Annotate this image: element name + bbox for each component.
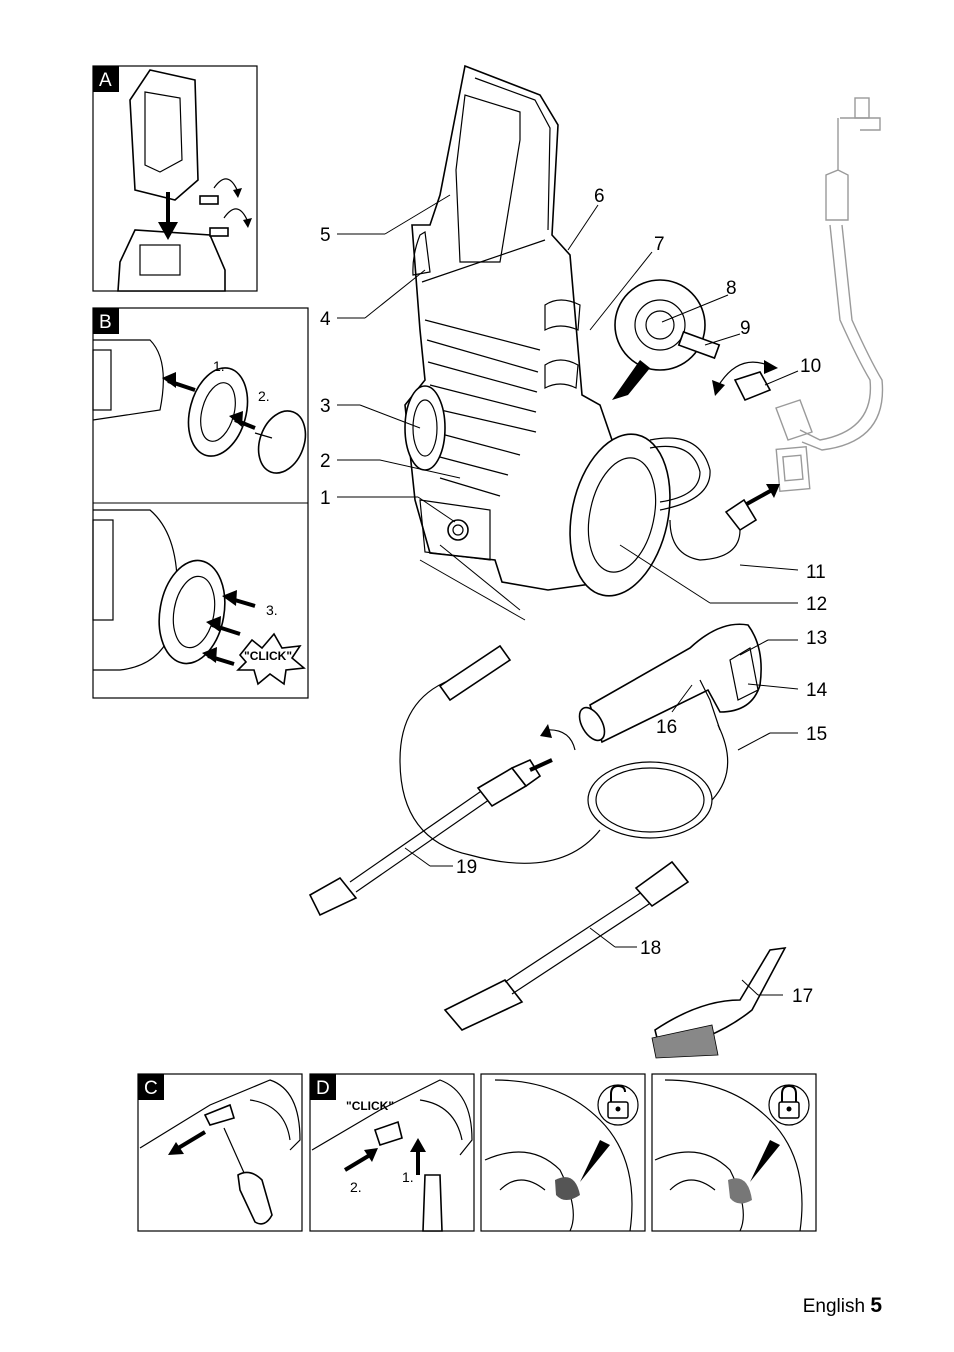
padlock-open-icon: [597, 1084, 639, 1126]
wall-socket: [669, 446, 811, 561]
callout-11: 11: [806, 562, 826, 583]
vario-lance: [443, 860, 690, 1031]
trigger-gun: [578, 623, 762, 744]
callout-12: 12: [806, 594, 827, 615]
footer-language: English: [802, 1296, 866, 1317]
panel-a: A: [92, 65, 258, 292]
callout-leaders: [337, 194, 799, 996]
callout-1: 1: [320, 488, 331, 509]
wash-brush: [651, 947, 787, 1059]
panel-d-badge: D: [316, 1078, 330, 1099]
panel-a-badge: A: [99, 70, 112, 91]
page-number: 5: [870, 1294, 882, 1317]
panel-d: D "CLICK" 2. 1.: [309, 1073, 475, 1232]
hose-reel: [569, 433, 711, 597]
page-footer: English 5: [803, 1294, 882, 1318]
callout-15: 15: [806, 724, 827, 745]
callout-16: 16: [656, 717, 677, 738]
panel-b-lower: 3. "CLICK": [92, 509, 306, 686]
panel-unlocked: [480, 1073, 646, 1232]
step-b2: 2.: [258, 388, 270, 404]
water-tap-and-hose: [775, 97, 884, 451]
callout-4: 4: [320, 309, 331, 330]
panel-c: C: [137, 1073, 303, 1232]
step-b3: 3.: [266, 602, 278, 618]
callout-9: 9: [740, 318, 751, 339]
callout-18: 18: [640, 938, 661, 959]
step-d2: 2.: [350, 1179, 362, 1195]
callout-8: 8: [726, 278, 737, 299]
step-d1: 1.: [402, 1169, 414, 1185]
panel-locked: [651, 1073, 817, 1232]
callout-5: 5: [320, 225, 331, 246]
callout-14: 14: [806, 680, 828, 701]
click-sound-d: "CLICK": [346, 1099, 394, 1113]
callout-2: 2: [320, 451, 331, 472]
spray-lance: [308, 724, 576, 917]
callout-17: 17: [792, 986, 813, 1007]
screw-icon: [199, 195, 229, 237]
padlock-closed-icon: [768, 1084, 810, 1126]
step-b1: 1.: [213, 358, 225, 374]
water-inlet-detail: [612, 279, 778, 402]
click-sound-b: "CLICK": [244, 649, 292, 663]
panel-b-badge: B: [99, 312, 112, 333]
pressure-washer-body: [404, 64, 613, 591]
high-pressure-hose: [399, 544, 729, 864]
callout-3: 3: [320, 396, 331, 417]
panel-c-badge: C: [144, 1078, 158, 1099]
callout-19: 19: [456, 857, 477, 878]
callout-7: 7: [654, 234, 665, 255]
callout-13: 13: [806, 628, 827, 649]
callout-6: 6: [594, 186, 605, 207]
callout-10: 10: [800, 356, 821, 377]
